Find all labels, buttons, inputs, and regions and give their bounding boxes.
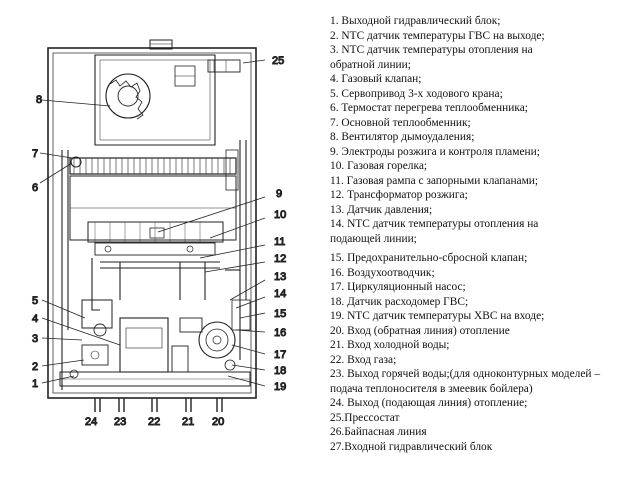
callout-10: 10 — [274, 209, 286, 221]
callout-14: 14 — [274, 288, 286, 300]
callout-4: 4 — [32, 313, 38, 325]
legend-item-15: 15. Предохранительно-сбросной клапан; — [330, 252, 528, 264]
callout-15: 15 — [274, 308, 286, 320]
heat-exchanger — [69, 149, 239, 191]
callout-5: 5 — [32, 295, 38, 307]
legend-item-11: 11. Газовая рампа с запорными клапанами; — [330, 174, 539, 187]
legend-item-20: 20. Вход (обратная линия) отопление — [330, 324, 510, 337]
legend-item-6: 6. Термостат перегрева теплообменника; — [330, 102, 528, 114]
legend-item-12: 12. Трансформатор розжига; — [330, 189, 468, 201]
legend-item-17: 17. Циркуляционный насос; — [330, 281, 466, 293]
legend-item-27: 27.Входной гидравлический блок — [330, 440, 493, 453]
legend-item-23: 23. Выход горячей воды;(для одноконтурны… — [330, 368, 601, 380]
callout-20: 20 — [212, 416, 224, 428]
legend-item-10: 10. Газовая горелка; — [330, 160, 428, 172]
legend-item-21: 21. Вход холодной воды; — [330, 339, 450, 351]
callout-23: 23 — [114, 416, 126, 428]
burner-assembly — [69, 175, 237, 256]
legend-item-9: 9. Электроды розжига и контроля пламени; — [330, 145, 540, 158]
fan-assembly — [94, 54, 241, 146]
callout-8: 8 — [36, 94, 42, 106]
legend-item-19: 19. NTC датчик температуры ХВС на входе; — [330, 310, 545, 322]
component-legend: 1. Выходной гидравлический блок; 2. NTC … — [330, 14, 630, 454]
callout-18: 18 — [274, 365, 286, 377]
legend-item-3-cont: обратной линии; — [330, 58, 411, 71]
callout-3: 3 — [32, 333, 38, 345]
callout-21: 21 — [182, 416, 194, 428]
callout-11: 11 — [274, 236, 285, 248]
legend-item-18: 18. Датчик расходомер ГВС; — [330, 295, 469, 308]
legend-item-8: 8. Вентилятор дымоудаления; — [330, 131, 475, 143]
boiler-diagram: 8 7 6 25 9 10 11 12 13 14 15 16 17 18 19… — [32, 39, 287, 429]
pipe-network — [61, 140, 247, 390]
bottom-connections — [94, 398, 223, 412]
legend-item-25: 25.Прессостат — [330, 411, 400, 424]
legend-item-22: 22. Вход газа; — [330, 353, 397, 366]
callout-25: 25 — [272, 55, 284, 67]
callout-24: 24 — [85, 416, 97, 428]
hydraulic-group — [59, 299, 251, 387]
legend-item-4: 4. Газовый клапан; — [330, 73, 422, 85]
callout-6: 6 — [32, 182, 38, 194]
callout-22: 22 — [148, 416, 160, 428]
legend-item-7: 7. Основной теплообменник; — [330, 116, 471, 129]
legend-item-13: 13. Датчик давления; — [330, 203, 433, 216]
leader-lines — [39, 59, 266, 387]
legend-item-5: 5. Сервопривод 3-х ходового крана; — [330, 87, 503, 100]
callout-17: 17 — [274, 349, 286, 361]
callout-16: 16 — [274, 327, 286, 339]
callout-9: 9 — [276, 188, 282, 200]
callout-12: 12 — [274, 253, 286, 265]
legend-item-24: 24. Выход (подающая линия) отопление; — [330, 397, 528, 409]
callout-2: 2 — [32, 361, 38, 373]
legend-item-3: 3. NTC датчик температуры отопления на — [330, 44, 533, 56]
legend-item-23-cont: подача теплоносителя в змеевик бойлера) — [330, 382, 533, 395]
legend-item-2: 2. NTC датчик температуры ГВС на выходе; — [330, 29, 545, 42]
legend-item-26: 26.Байпасная линия — [330, 426, 427, 438]
callout-1: 1 — [32, 378, 38, 390]
boiler-casing — [47, 39, 257, 399]
callout-7: 7 — [32, 148, 38, 160]
legend-item-14-cont: подающей линии; — [330, 232, 417, 245]
legend-item-1: 1. Выходной гидравлический блок; — [330, 15, 501, 27]
legend-item-16: 16. Воздухоотводчик; — [330, 266, 435, 279]
callout-13: 13 — [274, 271, 286, 283]
callout-19: 19 — [274, 381, 286, 393]
legend-item-14: 14. NTC датчик температуры отопления на — [330, 218, 539, 230]
